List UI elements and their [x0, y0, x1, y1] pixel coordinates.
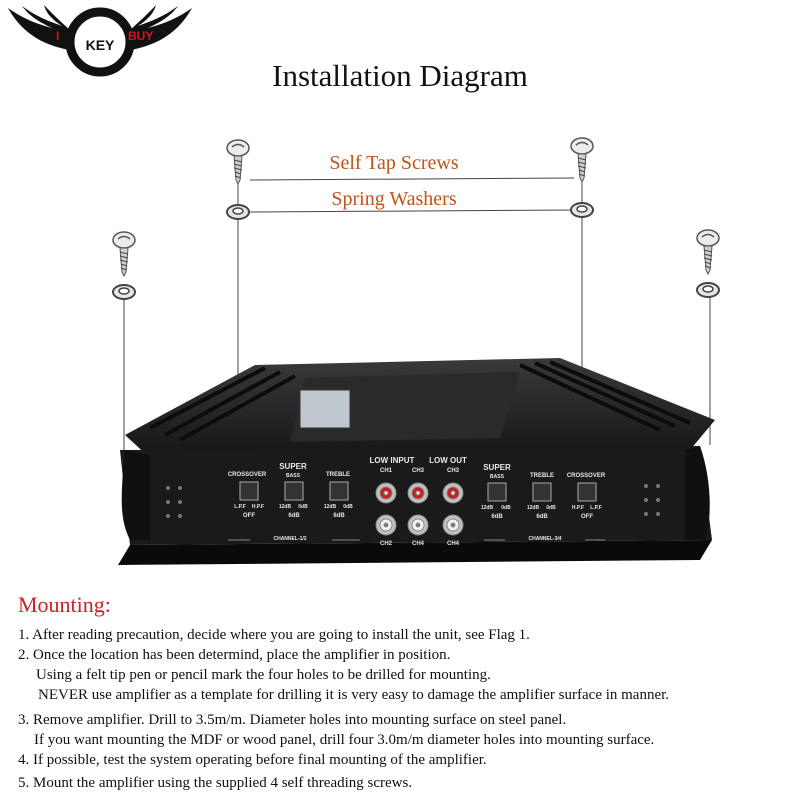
washers-label: Spring Washers [331, 188, 456, 210]
amplifier: CROSSOVER SUPER BASS TREBLE L.P.F H.P.F … [118, 358, 715, 565]
hpf-label-left: H.P.F [252, 504, 264, 510]
mounting-heading: Mounting: [18, 592, 111, 617]
bass-6db-left: 6dB [288, 513, 300, 519]
step-2-line-3: NEVER use amplifier as a template for dr… [38, 687, 670, 703]
treble-0db-left: 0dB [343, 504, 353, 510]
hpf-label-right: H.P.F [572, 505, 584, 511]
crossover-switch-right [577, 482, 597, 502]
screw-icon [226, 139, 250, 185]
crossover-switch-left [239, 481, 259, 501]
bass-6db-right: 6dB [491, 514, 503, 520]
bass-label-right: BASS [490, 474, 505, 480]
super-label-right: SUPER [483, 463, 511, 472]
step-5-line-1: 5. Mount the amplifier using the supplie… [18, 775, 413, 791]
screw-icon [696, 229, 720, 275]
ch4-label: CH4 [412, 541, 425, 547]
treble-label-left: TREBLE [326, 472, 350, 478]
step-2-line-2: Using a felt tip pen or pencil mark the … [36, 667, 491, 683]
ch2-label: CH2 [380, 541, 393, 547]
washer-icon [696, 282, 720, 298]
super-label-left: SUPER [279, 462, 307, 471]
channel-label-left: CHANNEL-1/2 [273, 536, 306, 542]
step-3-line-2: If you want mounting the MDF or wood pan… [34, 732, 655, 748]
page-title: Installation Diagram [272, 58, 528, 93]
low-out-label: LOW OUT [429, 456, 467, 465]
ch1-top-label: CH1 [380, 468, 393, 474]
crossover-label-left: CROSSOVER [228, 472, 267, 478]
washer-icon [112, 284, 136, 300]
mounting-step: 1. After reading precaution, decide wher… [18, 625, 530, 645]
screws-label: Self Tap Screws [329, 152, 459, 174]
off-label-right: OFF [581, 514, 593, 520]
lpf-label-left: L.P.F [234, 504, 246, 510]
screw-icon [570, 137, 594, 183]
rca-jacks [375, 482, 464, 536]
step-2-line-1: 2. Once the location has been determind,… [18, 647, 451, 663]
off-label-left: OFF [243, 513, 255, 519]
installation-diagram: Self Tap Screws Spring Washers [0, 120, 800, 580]
treble-6db-left: 6dB [333, 513, 345, 519]
logo-right-text: BUY [128, 29, 153, 43]
channel-label-right: CHANNEL-3/4 [528, 536, 561, 542]
logo-center-text: KEY [86, 37, 115, 53]
bass-label-left: BASS [286, 473, 301, 479]
ch4-out-label: CH4 [447, 541, 460, 547]
treble-6db-right: 6dB [536, 514, 548, 520]
bass-switch-right [487, 482, 507, 502]
treble-switch-left [329, 481, 349, 501]
mounting-step: 3. Remove amplifier. Drill to 3.5m/m. Di… [18, 710, 654, 750]
treble-12db-right: 12dB [527, 505, 540, 511]
screw-icon [112, 231, 136, 277]
step-4-line-1: 4. If possible, test the system operatin… [18, 752, 487, 768]
mounting-step: 2. Once the location has been determind,… [18, 645, 669, 705]
washer-icon [570, 202, 594, 218]
bass-12db-right: 12dB [481, 505, 494, 511]
mounting-step: 5. Mount the amplifier using the supplie… [18, 773, 412, 793]
crossover-label-right: CROSSOVER [567, 473, 606, 479]
treble-0db-right: 0dB [546, 505, 556, 511]
bass-12db-left: 12dB [279, 504, 292, 510]
washer-icon [226, 204, 250, 220]
brand-logo: I KEY BUY [0, 0, 200, 90]
bass-0db-left: 0dB [298, 504, 308, 510]
mounting-step: 4. If possible, test the system operatin… [18, 750, 487, 770]
treble-12db-left: 12dB [324, 504, 337, 510]
treble-label-right: TREBLE [530, 473, 554, 479]
bass-0db-right: 0dB [501, 505, 511, 511]
ch3-out-label: CH3 [447, 468, 460, 474]
treble-switch-right [532, 482, 552, 502]
ch3-top-label: CH3 [412, 468, 425, 474]
step-1-line-1: 1. After reading precaution, decide wher… [18, 627, 530, 643]
lpf-label-right: L.P.F [590, 505, 602, 511]
logo-left-text: I [56, 29, 59, 43]
bass-switch-left [284, 481, 304, 501]
low-input-label: LOW INPUT [370, 456, 415, 465]
step-3-line-1: 3. Remove amplifier. Drill to 3.5m/m. Di… [18, 712, 567, 728]
